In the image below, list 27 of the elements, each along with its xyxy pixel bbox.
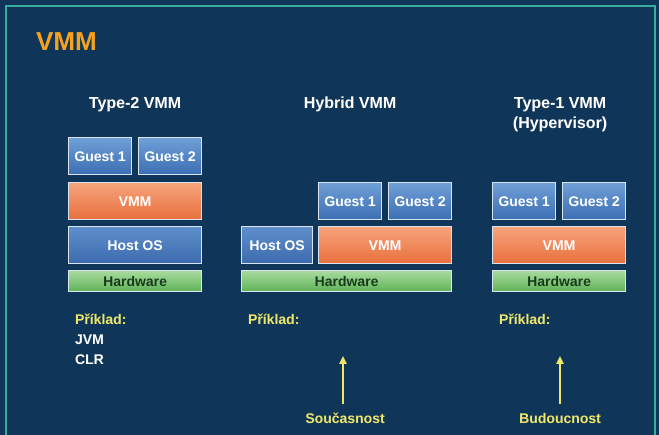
- column-heading: Type-2 VMM: [88, 94, 182, 114]
- hardware-bar: Hardware: [492, 270, 626, 292]
- vmm-box: VMM: [68, 182, 202, 220]
- vmm-box: VMM: [318, 226, 452, 264]
- title: VMM: [36, 26, 97, 56]
- note-text: Budoucnost: [505, 410, 615, 430]
- host-os-box: Host OS: [68, 226, 202, 264]
- hardware-bar: Hardware: [241, 270, 452, 292]
- column-heading: Hybrid VMM: [302, 94, 398, 114]
- arrow: [556, 356, 564, 404]
- guest-box: Guest 2: [138, 137, 202, 175]
- hardware-bar: Hardware: [68, 270, 202, 292]
- guest-box: Guest 1: [492, 182, 556, 220]
- guest-box: Guest 2: [388, 182, 452, 220]
- example-text: CLR: [75, 350, 105, 369]
- column-heading: Type-1 VMM (Hypervisor): [512, 94, 608, 134]
- example-heading: Příklad:: [248, 310, 300, 329]
- example-heading: Příklad:: [75, 310, 128, 329]
- example-heading: Příklad:: [499, 310, 552, 329]
- guest-box: Guest 1: [318, 182, 382, 220]
- note-text: Současnost: [300, 410, 390, 430]
- example-text: JVM: [75, 330, 105, 349]
- guest-box: Guest 2: [562, 182, 626, 220]
- host-os-box: Host OS: [241, 226, 313, 264]
- arrow: [339, 356, 347, 404]
- guest-box: Guest 1: [68, 137, 132, 175]
- vmm-box: VMM: [492, 226, 626, 264]
